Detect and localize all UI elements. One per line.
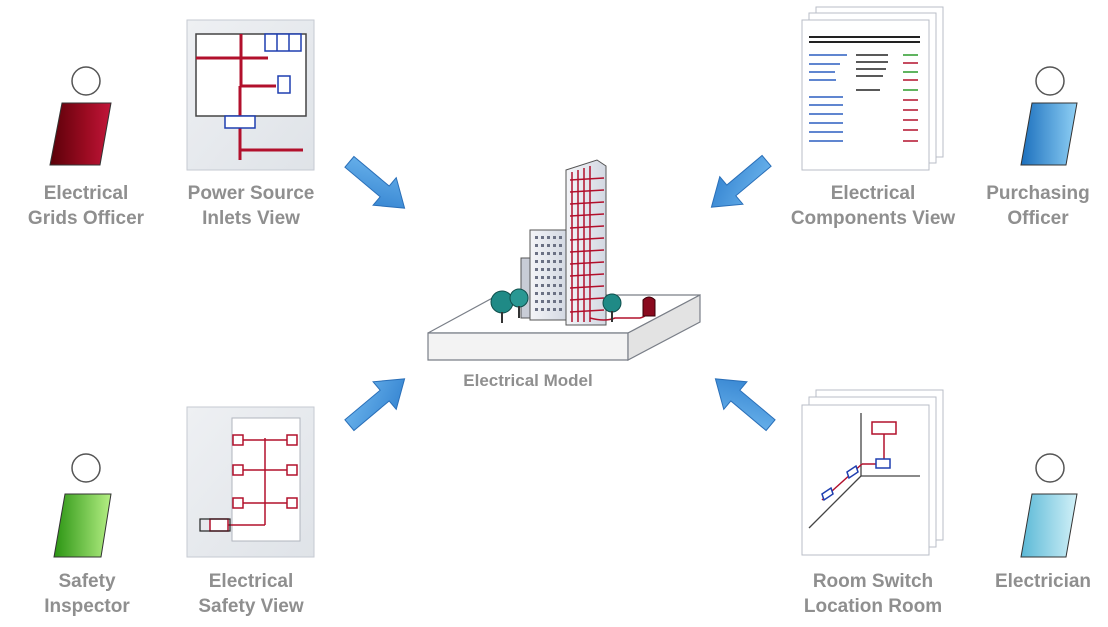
electrical-model-illustration xyxy=(427,159,701,361)
building-mid xyxy=(529,229,567,321)
label-line: Safety xyxy=(58,571,116,592)
label-line: Electrician xyxy=(994,571,1092,592)
label-line: Officer xyxy=(1007,208,1069,229)
label-line: Components View xyxy=(790,208,956,229)
role-label-purchasing-officer: Purchasing Officer xyxy=(968,181,1108,231)
actor-head-icon xyxy=(71,453,101,483)
actor-safety-inspector xyxy=(53,453,112,558)
label-line: Room Switch xyxy=(812,571,934,592)
label-line: Electrical Model xyxy=(463,371,593,390)
label-line: Safety View xyxy=(198,596,304,617)
label-line: Grids Officer xyxy=(27,208,145,229)
view-label-electrical-safety: Electrical Safety View xyxy=(165,569,337,619)
actor-purchasing-officer xyxy=(1020,66,1078,166)
actor-head-icon xyxy=(1035,453,1065,483)
actor-body-icon xyxy=(49,102,112,166)
electrical-components-view-thumbnail xyxy=(801,6,944,171)
actor-electrician xyxy=(1020,453,1078,558)
power-cabinet-icon xyxy=(642,296,656,317)
room-switch-location-room-thumbnail xyxy=(801,389,944,556)
label-line: Inlets View xyxy=(202,208,300,229)
label-line: Purchasing xyxy=(986,183,1090,204)
view-label-power-source-inlets: Power Source Inlets View xyxy=(165,181,337,231)
arrow-top-right xyxy=(710,154,772,208)
arrow-top-left xyxy=(344,155,406,209)
label-line: Electrical xyxy=(208,571,294,592)
electrical-safety-view-thumbnail xyxy=(186,406,315,558)
label-line: Electrical xyxy=(830,183,916,204)
center-label-electrical-model: Electrical Model xyxy=(418,368,638,393)
actor-body-icon xyxy=(1020,493,1078,558)
role-label-safety-inspector: Safety Inspector xyxy=(12,569,162,619)
role-label-electrical-grids-officer: Electrical Grids Officer xyxy=(0,181,172,231)
tree-icons xyxy=(490,288,622,323)
power-source-inlets-view-thumbnail xyxy=(186,19,315,171)
actor-head-icon xyxy=(1035,66,1065,96)
actor-body-icon xyxy=(53,493,112,558)
label-line: Inspector xyxy=(44,596,130,617)
building-tower xyxy=(565,159,649,326)
actor-electrical-grids-officer xyxy=(49,66,112,166)
actor-body-icon xyxy=(1020,102,1078,166)
label-line: Location Room xyxy=(803,596,943,617)
label-line: Power Source xyxy=(187,183,315,204)
arrow-bottom-right xyxy=(714,378,776,432)
view-label-room-switch-location: Room Switch Location Room xyxy=(775,569,971,619)
view-label-electrical-components: Electrical Components View xyxy=(775,181,971,231)
actor-head-icon xyxy=(71,66,101,96)
label-line: Electrical xyxy=(43,183,129,204)
role-label-electrician: Electrician xyxy=(978,569,1108,594)
arrow-bottom-left xyxy=(344,378,406,432)
